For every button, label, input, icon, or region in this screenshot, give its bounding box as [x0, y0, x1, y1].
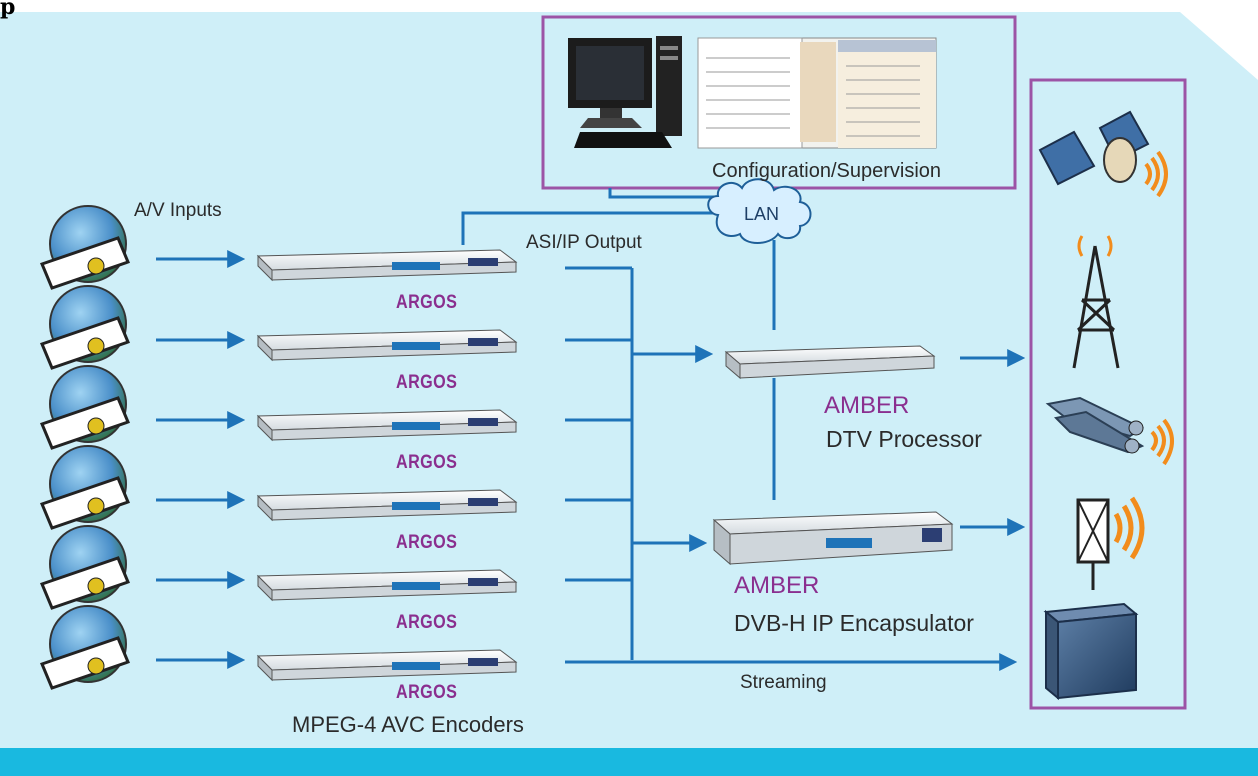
argos-device-4 — [256, 489, 518, 522]
av-disc-icon-1 — [39, 205, 131, 290]
corner-text: p — [0, 0, 16, 20]
av-disc-icon-3 — [39, 365, 131, 450]
network-lines — [461, 188, 776, 500]
cable-icon — [1045, 396, 1174, 466]
av-input-icons — [39, 205, 131, 690]
av-disc-icon-2 — [39, 285, 131, 370]
config-supervision-label: Configuration/Supervision — [712, 160, 942, 182]
argos-encoders — [256, 249, 518, 682]
software-screenshot-icon — [697, 37, 937, 149]
asi-ip-output-label: ASI/IP Output — [526, 232, 642, 253]
argos-label-3: ARGOS — [396, 452, 458, 473]
av-disc-icon-5 — [39, 525, 131, 610]
amber-dtv-brand-label: AMBER — [824, 392, 910, 419]
argos-device-3 — [256, 409, 518, 442]
background-panel — [0, 12, 1258, 748]
outputs-frame — [1029, 78, 1187, 710]
argos-label-2: ARGOS — [396, 372, 458, 393]
bottom-bar — [0, 748, 1258, 776]
dtv-processor-label: DTV Processor — [826, 426, 982, 452]
streaming-label: Streaming — [740, 672, 827, 693]
av-disc-icon-6 — [39, 605, 131, 690]
argos-device-5 — [256, 569, 518, 602]
amber-encapsulator-device — [712, 511, 954, 566]
av-inputs-label: A/V Inputs — [134, 200, 222, 221]
argos-device-2 — [256, 329, 518, 362]
lan-label: LAN — [744, 204, 780, 224]
av-disc-icon-4 — [39, 445, 131, 530]
argos-label-6: ARGOS — [396, 682, 458, 703]
argos-label-5: ARGOS — [396, 612, 458, 633]
server-rack-icon — [1043, 602, 1139, 701]
argos-label-4: ARGOS — [396, 532, 458, 553]
argos-device-6 — [256, 649, 518, 682]
antenna-panel-icon — [1076, 496, 1145, 590]
input-arrows — [156, 250, 246, 669]
transmitter-tower-icon — [1072, 235, 1120, 369]
bus-arrows — [565, 345, 1026, 671]
lan-cloud — [707, 178, 812, 244]
encapsulator-label: DVB-H IP Encapsulator — [734, 610, 974, 636]
amber-dtv-processor-device — [724, 345, 936, 380]
argos-device-1 — [256, 249, 518, 282]
amber-encapsulator-brand-label: AMBER — [734, 572, 820, 599]
encoders-group-label: MPEG-4 AVC Encoders — [292, 712, 524, 737]
argos-label-1: ARGOS — [396, 292, 458, 313]
computer-icon — [568, 36, 682, 148]
satellite-icon — [1038, 110, 1168, 198]
